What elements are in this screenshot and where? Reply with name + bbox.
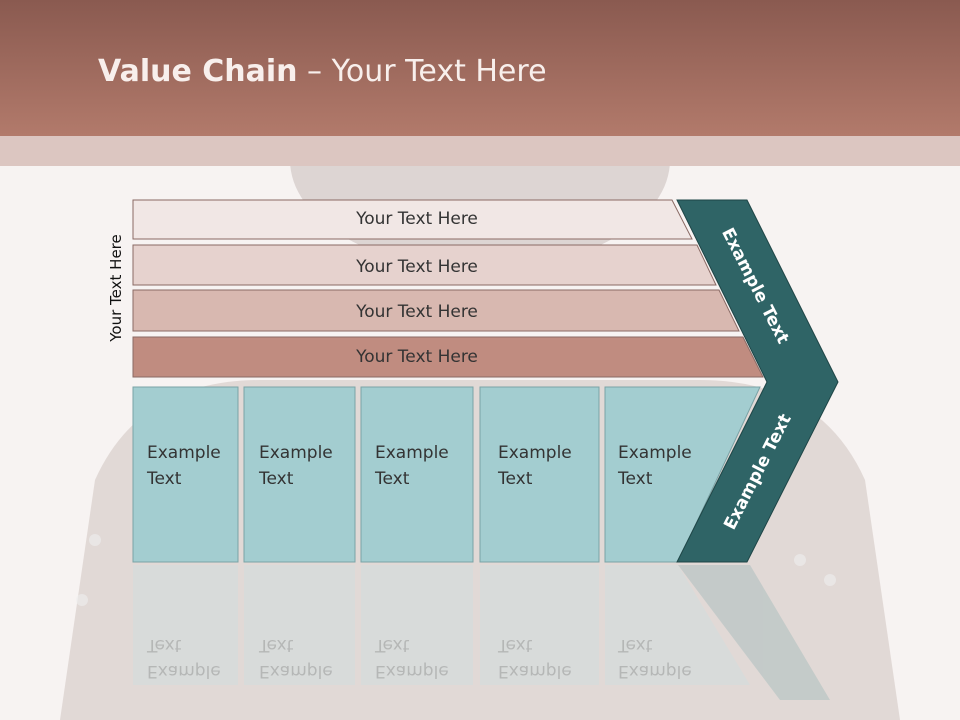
- box-3-reflection-line1: Example: [375, 661, 449, 681]
- box-3-reflection: Example Text: [375, 632, 449, 684]
- box-5-reflection-line1: Example: [618, 661, 692, 681]
- bar-3-label: Your Text Here: [356, 302, 478, 322]
- box-1-reflection-line1: Example: [147, 661, 221, 681]
- box-2-line2: Text: [259, 469, 294, 489]
- box-5-reflection: Example Text: [618, 632, 692, 684]
- box-1-reflection: Example Text: [147, 632, 221, 684]
- reflection: [133, 565, 830, 700]
- box-2-reflection-line2: Text: [259, 635, 294, 655]
- box-3-line2: Text: [375, 469, 410, 489]
- box-5-reflection-line2: Text: [618, 635, 653, 655]
- bar-1: [132, 199, 693, 240]
- bar-2-label: Your Text Here: [356, 257, 478, 277]
- box-4-line1: Example: [498, 443, 572, 463]
- chevron-arrow: [676, 199, 839, 563]
- box-2-line1: Example: [259, 443, 333, 463]
- box-1-reflection-line2: Text: [147, 635, 182, 655]
- title-rest: – Your Text Here: [297, 54, 547, 89]
- bar-4: [132, 336, 764, 378]
- box-3-reflection-line2: Text: [375, 635, 410, 655]
- box-1-line1: Example: [147, 443, 221, 463]
- box-2-reflection-line1: Example: [259, 661, 333, 681]
- box-2-reflection: Example Text: [259, 632, 333, 684]
- header-strip: [0, 136, 960, 166]
- box-3-line1: Example: [375, 443, 449, 463]
- header-band: [0, 0, 960, 136]
- bar-4-label: Your Text Here: [356, 347, 478, 367]
- box-4-reflection-line2: Text: [498, 635, 533, 655]
- box-3: [360, 386, 474, 563]
- slide-title: Value Chain – Your Text Here: [98, 54, 547, 89]
- box-1: [132, 386, 239, 563]
- box-4: [479, 386, 600, 563]
- bar-2: [132, 244, 717, 286]
- title-bold: Value Chain: [98, 54, 298, 89]
- box-2: [243, 386, 356, 563]
- bar-1-label: Your Text Here: [356, 209, 478, 229]
- box-4-reflection: Example Text: [498, 632, 572, 684]
- box-5-line2: Text: [618, 469, 653, 489]
- box-1-line2: Text: [147, 469, 182, 489]
- box-4-line2: Text: [498, 469, 533, 489]
- box-4-reflection-line1: Example: [498, 661, 572, 681]
- bar-3: [132, 289, 740, 332]
- box-5-line1: Example: [618, 443, 692, 463]
